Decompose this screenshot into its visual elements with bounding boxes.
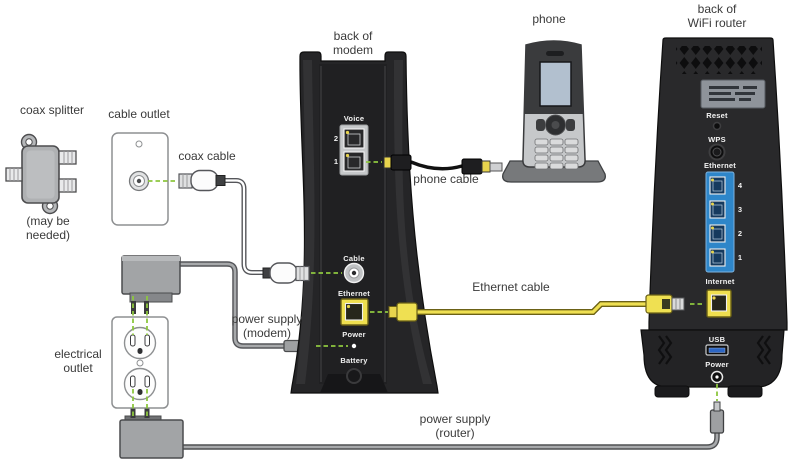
phone-dpad (536, 114, 575, 136)
modem-ethernet-port (340, 298, 369, 326)
power-cable-router (183, 432, 720, 450)
guide-plug-bottom (132, 389, 148, 418)
splitter-connector-in (5, 167, 23, 182)
reset-button (712, 121, 722, 131)
coax-splitter (5, 133, 77, 215)
router-power-jack (710, 370, 724, 384)
modem-cable-port (343, 262, 365, 284)
ethernet-cable (388, 294, 685, 322)
router-ethernet-port-2 (709, 224, 726, 243)
router-ethernet-port-3 (709, 200, 726, 219)
router-internet-port (706, 289, 732, 318)
coax-connector (262, 262, 310, 284)
modem-power-jack (351, 343, 357, 349)
wifi-router (640, 37, 788, 398)
power-brick-router (119, 419, 184, 459)
router-foot (654, 385, 690, 398)
outlet-screw (135, 140, 143, 148)
modem-panel (319, 64, 387, 384)
rj11-connector (383, 156, 392, 169)
wps-button (708, 143, 726, 161)
router-ethernet-port-1 (709, 248, 726, 267)
router-foot (727, 385, 763, 398)
plug-prong (144, 404, 150, 418)
splitter-connector-out (58, 150, 77, 165)
earpiece (546, 51, 564, 56)
outlet-screw (136, 359, 144, 367)
router-ethernet-port-4 (709, 176, 726, 195)
power-supply-router-unit (119, 401, 725, 459)
phone (502, 40, 606, 183)
power-brick-modem (121, 255, 181, 295)
rj11-connector (481, 160, 491, 173)
plug-prong (130, 404, 136, 418)
router-usb-port (705, 344, 729, 356)
phone-keypad (534, 138, 579, 170)
coax-cable (178, 169, 310, 284)
splitter-connector-out (58, 178, 77, 193)
modem (290, 51, 439, 394)
electrical-outlet (111, 316, 169, 409)
vent-grille (676, 46, 762, 74)
coax-connector (178, 169, 226, 192)
phone-screen (539, 61, 572, 107)
power-supply-modem-unit (121, 255, 315, 353)
router-ethernet-panel (705, 171, 735, 273)
connection-guides (132, 161, 718, 418)
barrel-connector (709, 409, 725, 434)
rj45-connector (388, 302, 418, 322)
modem-battery-cover (346, 368, 362, 384)
guide-plug-top (132, 296, 148, 335)
cable-outlet (111, 132, 169, 226)
rj45-connector (645, 294, 685, 314)
phone-cable (383, 154, 503, 175)
router-label-plate (700, 79, 766, 109)
modem-voice-ports (339, 124, 369, 176)
